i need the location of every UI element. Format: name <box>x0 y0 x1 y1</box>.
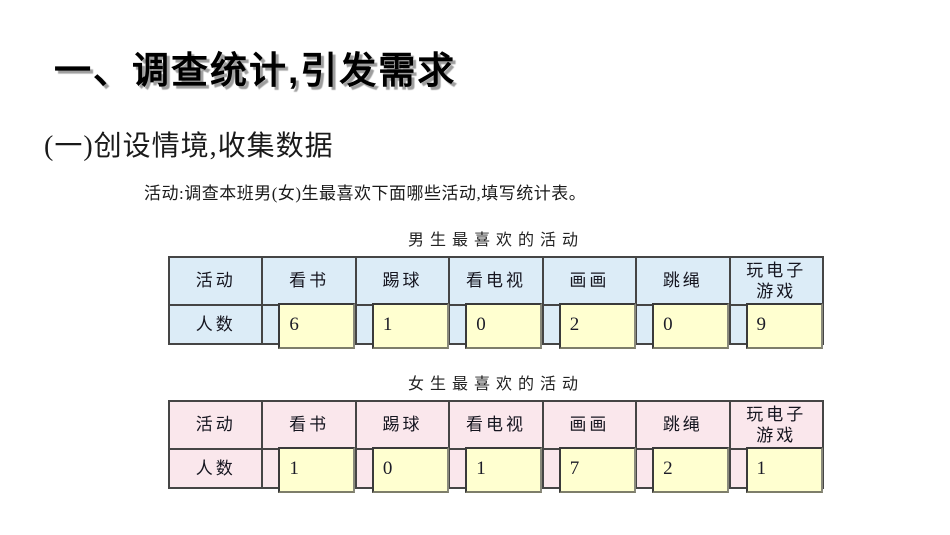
column-header: 看电视 <box>448 400 544 450</box>
column-header: 看书 <box>261 256 357 306</box>
column-header: 踢球 <box>354 400 451 450</box>
count-input[interactable]: 6 <box>278 303 356 349</box>
row-header-count: 人数 <box>167 448 264 489</box>
count-input[interactable]: 1 <box>371 303 449 349</box>
column-header: 玩电子 游戏 <box>728 400 825 450</box>
count-input[interactable]: 1 <box>278 447 356 493</box>
count-input[interactable]: 2 <box>558 303 636 349</box>
column-header: 看书 <box>261 400 357 450</box>
girls-table-block: 女生最喜欢的活动 活动 看书 踢球 看电视 画画 跳绳 玩电子 游戏 人数 1 … <box>167 375 825 493</box>
column-header-activity: 活动 <box>167 400 264 450</box>
count-cell: 1 <box>354 303 451 349</box>
column-header: 跳绳 <box>635 256 731 306</box>
count-input[interactable]: 1 <box>745 447 823 493</box>
count-input[interactable]: 0 <box>371 447 449 493</box>
column-header: 画画 <box>541 256 638 306</box>
count-cell: 0 <box>448 303 544 349</box>
count-cell: 1 <box>261 447 357 493</box>
count-cell: 2 <box>635 447 731 493</box>
girls-count-row: 人数 1 0 1 7 2 1 <box>167 447 825 493</box>
count-cell: 1 <box>448 447 544 493</box>
boys-count-row: 人数 6 1 0 2 0 9 <box>167 303 825 349</box>
slide-title: 一、调查统计,引发需求 <box>54 50 457 91</box>
column-header: 看电视 <box>448 256 544 306</box>
count-cell: 7 <box>541 447 638 493</box>
boys-header-row: 活动 看书 踢球 看电视 画画 跳绳 玩电子 游戏 <box>167 256 825 306</box>
count-cell: 1 <box>728 447 825 493</box>
girls-header-row: 活动 看书 踢球 看电视 画画 跳绳 玩电子 游戏 <box>167 400 825 450</box>
count-input[interactable]: 1 <box>465 447 543 493</box>
count-cell: 9 <box>728 303 825 349</box>
boys-table-block: 男生最喜欢的活动 活动 看书 踢球 看电视 画画 跳绳 玩电子 游戏 人数 6 … <box>167 231 825 349</box>
boys-table-caption: 男生最喜欢的活动 <box>407 232 584 249</box>
row-header-count: 人数 <box>167 304 264 345</box>
count-cell: 6 <box>261 303 357 349</box>
section-subtitle: (一)创设情境,收集数据 <box>44 131 334 162</box>
column-header-activity: 活动 <box>167 256 264 306</box>
count-input[interactable]: 7 <box>558 447 636 493</box>
girls-activity-table: 活动 看书 踢球 看电视 画画 跳绳 玩电子 游戏 人数 1 0 1 7 2 1 <box>167 400 825 493</box>
count-cell: 0 <box>354 447 451 493</box>
count-input[interactable]: 9 <box>745 303 823 349</box>
count-cell: 2 <box>541 303 638 349</box>
girls-table-caption: 女生最喜欢的活动 <box>407 376 584 393</box>
activity-note: 活动:调查本班男(女)生最喜欢下面哪些活动,填写统计表。 <box>144 184 587 203</box>
count-input[interactable]: 2 <box>652 447 730 493</box>
count-input[interactable]: 0 <box>465 303 543 349</box>
boys-activity-table: 活动 看书 踢球 看电视 画画 跳绳 玩电子 游戏 人数 6 1 0 2 0 9 <box>167 256 825 349</box>
column-header: 画画 <box>541 400 638 450</box>
column-header: 跳绳 <box>635 400 731 450</box>
column-header: 踢球 <box>354 256 451 306</box>
count-input[interactable]: 0 <box>652 303 730 349</box>
column-header: 玩电子 游戏 <box>728 256 825 306</box>
count-cell: 0 <box>635 303 731 349</box>
